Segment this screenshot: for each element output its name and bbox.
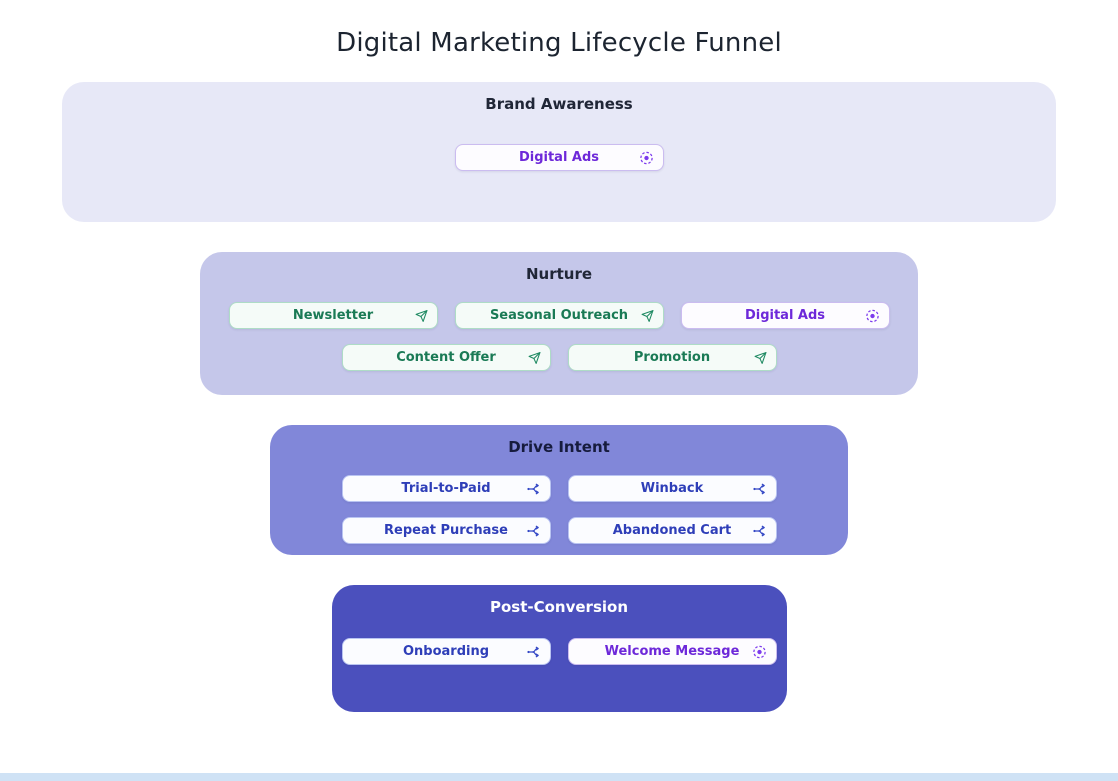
pill-winback[interactable]: Winback: [567, 475, 777, 502]
bottom-edge-strip: [0, 773, 1118, 781]
tier-brand-awareness: Brand Awareness Digital Ads: [62, 82, 1056, 222]
ads-target-icon: [639, 150, 654, 165]
pill-digital-ads[interactable]: Digital Ads: [454, 144, 664, 171]
funnel-diagram: Brand Awareness Digital Ads Nurture: [0, 82, 1118, 712]
workflow-icon: [752, 523, 767, 538]
tier-rows: Trial-to-Paid Winback: [270, 475, 848, 544]
pill-label: Newsletter: [292, 308, 374, 323]
ads-target-icon: [865, 308, 880, 323]
pill-trial-to-paid[interactable]: Trial-to-Paid: [341, 475, 551, 502]
pill-label: Trial-to-Paid: [401, 481, 491, 496]
tier-rows: Onboarding Welcome Message: [332, 638, 787, 665]
pill-label: Digital Ads: [518, 150, 600, 165]
ads-target-icon: [752, 644, 767, 659]
pill-abandoned-cart[interactable]: Abandoned Cart: [567, 517, 777, 544]
pill-onboarding[interactable]: Onboarding: [341, 638, 551, 665]
pill-newsletter[interactable]: Newsletter: [228, 302, 438, 329]
pill-row: Digital Ads: [454, 144, 664, 171]
page-title: Digital Marketing Lifecycle Funnel: [336, 28, 782, 58]
send-icon: [528, 351, 541, 364]
send-icon: [641, 309, 654, 322]
pill-label: Digital Ads: [744, 308, 826, 323]
pill-content-offer[interactable]: Content Offer: [341, 344, 551, 371]
tier-title-post-conversion: Post-Conversion: [489, 598, 629, 616]
pill-row: Content Offer Promotion: [341, 344, 777, 371]
pill-repeat-purchase[interactable]: Repeat Purchase: [341, 517, 551, 544]
pill-seasonal-outreach[interactable]: Seasonal Outreach: [454, 302, 664, 329]
pill-label: Seasonal Outreach: [489, 308, 629, 323]
pill-row: Newsletter Seasonal Outreach: [228, 302, 890, 329]
pill-label: Abandoned Cart: [612, 523, 732, 538]
workflow-icon: [526, 481, 541, 496]
pill-welcome-message[interactable]: Welcome Message: [567, 638, 777, 665]
tier-title-drive-intent: Drive Intent: [508, 438, 610, 456]
pill-label: Welcome Message: [604, 644, 740, 659]
workflow-icon: [526, 644, 541, 659]
tier-title-brand-awareness: Brand Awareness: [485, 95, 633, 113]
tier-title-nurture: Nurture: [525, 265, 593, 283]
pill-promotion[interactable]: Promotion: [567, 344, 777, 371]
pill-row: Trial-to-Paid Winback: [341, 475, 777, 502]
send-icon: [754, 351, 767, 364]
tier-rows: Newsletter Seasonal Outreach: [200, 302, 918, 371]
pill-label: Repeat Purchase: [384, 523, 508, 538]
workflow-icon: [752, 481, 767, 496]
send-icon: [415, 309, 428, 322]
pill-label: Promotion: [633, 350, 711, 365]
tier-post-conversion: Post-Conversion Onboarding Welcome Messa…: [331, 585, 787, 712]
pill-digital-ads-nurture[interactable]: Digital Ads: [680, 302, 890, 329]
workflow-icon: [526, 523, 541, 538]
tier-drive-intent: Drive Intent Trial-to-Paid Winback: [270, 425, 848, 555]
pill-label: Onboarding: [402, 644, 490, 659]
tier-rows: Digital Ads: [62, 144, 1056, 171]
pill-label: Content Offer: [396, 350, 496, 365]
pill-row: Onboarding Welcome Message: [341, 638, 777, 665]
pill-row: Repeat Purchase Abandoned Cart: [341, 517, 777, 544]
pill-label: Winback: [640, 481, 704, 496]
tier-nurture: Nurture Newsletter Seasonal Outreach: [200, 252, 918, 395]
